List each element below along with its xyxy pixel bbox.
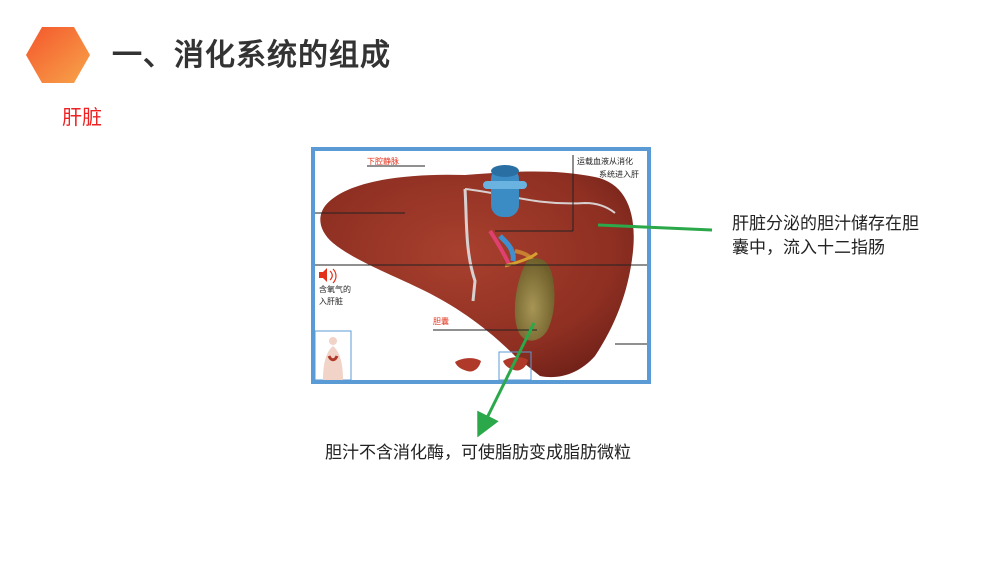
hexagon-icon — [26, 27, 90, 83]
gallbladder-shape — [514, 258, 555, 341]
label-vena-cava: 下腔静脉 — [367, 157, 399, 166]
label-artery-line2: 入肝脏 — [319, 297, 343, 306]
speaker-icon[interactable] — [319, 268, 337, 284]
vena-cava — [483, 165, 527, 217]
liver-figure: 下腔静脉 运载血液从消化 系统进入肝 含氧气的 入肝脏 胆囊 — [311, 147, 651, 384]
label-portal-line2: 系统进入肝 — [599, 170, 639, 179]
label-gallbladder: 胆囊 — [433, 317, 449, 326]
liver-illustration — [315, 155, 647, 380]
note-bile-emulsify: 胆汁不含消化酶，可使脂肪变成脂肪微粒 — [325, 443, 631, 463]
page-title: 一、消化系统的组成 — [112, 38, 391, 73]
note-liver-bile: 肝脏分泌的胆汁储存在胆囊中，流入十二指肠 — [732, 214, 919, 258]
label-portal-line1: 运载血液从消化 — [577, 157, 633, 166]
section-subtitle: 肝脏 — [62, 105, 102, 129]
torso-thumbnail[interactable] — [315, 330, 352, 380]
liver-shape — [320, 171, 634, 378]
label-artery-line1: 含氧气的 — [319, 285, 351, 294]
